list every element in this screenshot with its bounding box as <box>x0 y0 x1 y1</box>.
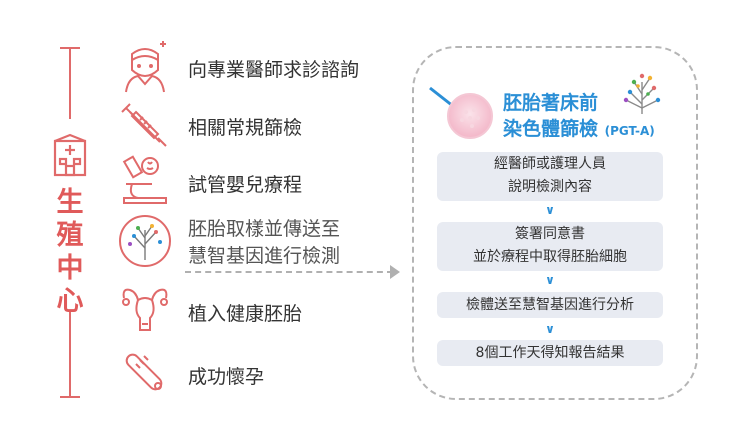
pgt-title-line2: 染色體篩檢 (PGT-A) <box>503 116 655 144</box>
doctor-icon <box>125 41 166 93</box>
pgt-step-explain-line1: 經醫師或護理人員 <box>494 156 606 172</box>
syringe-icon <box>121 103 167 147</box>
pgt-title-line1: 胚胎著床前 <box>503 92 599 114</box>
center-label-char-4: 心 <box>56 286 84 317</box>
dna-tree-logo-icon <box>623 73 661 114</box>
step-label-sampling-line2: 慧智基因進行檢測 <box>188 245 341 267</box>
step-label-ivf: 試管嬰兒療程 <box>188 174 303 196</box>
center-label-char-2: 殖 <box>56 220 84 251</box>
pgt-title: 胚胎著床前 染色體篩檢 (PGT-A) <box>503 90 655 144</box>
step-label-implant: 植入健康胚胎 <box>188 303 303 325</box>
pgt-step-report: 8個工作天得知報告結果 <box>437 340 663 366</box>
flow-arrow-head <box>390 265 400 279</box>
pgt-step-explain-line2: 說明檢測內容 <box>508 179 592 195</box>
pgt-step-consent: 簽署同意書 並於療程中取得胚胎細胞 <box>437 222 663 271</box>
chevron-down-icon: ∨ <box>545 322 555 336</box>
dna-tree-icon <box>119 215 171 267</box>
pgt-step-analysis: 檢體送至慧智基因進行分析 <box>437 292 663 318</box>
pgt-step-consent-line2: 並於療程中取得胚胎細胞 <box>473 249 627 265</box>
pgt-step-report-line1: 8個工作天得知報告結果 <box>475 345 625 361</box>
chevron-down-icon: ∨ <box>545 273 555 287</box>
timeline-bottom-tick <box>60 396 80 398</box>
hospital-icon <box>53 133 87 177</box>
chevron-down-icon: ∨ <box>545 203 555 217</box>
thermometer-icon <box>125 353 163 391</box>
embryo-pipette-icon <box>429 86 493 139</box>
pgt-title-line2-text: 染色體篩檢 <box>503 118 599 140</box>
pgt-step-consent-line1: 簽署同意書 <box>515 226 585 242</box>
pgt-title-sub: (PGT-A) <box>604 124 655 138</box>
step-label-pregnancy: 成功懷孕 <box>188 366 265 388</box>
step-label-screening: 相關常規篩檢 <box>188 117 303 139</box>
flow-arrow-line <box>185 271 393 273</box>
center-label-char-1: 生 <box>56 187 84 218</box>
microscope-icon <box>122 155 167 204</box>
center-label-char-3: 中 <box>56 253 84 284</box>
pgt-step-analysis-line1: 檢體送至慧智基因進行分析 <box>466 297 634 313</box>
step-label-consult: 向專業醫師求診諮詢 <box>188 59 360 81</box>
pgt-step-explain: 經醫師或護理人員 說明檢測內容 <box>437 152 663 201</box>
pgt-panel <box>412 46 698 400</box>
uterus-icon <box>122 288 168 331</box>
step-label-sampling-line1: 胚胎取樣並傳送至 <box>188 218 341 240</box>
timeline-line-top <box>69 47 71 119</box>
timeline-line-bottom <box>69 312 71 397</box>
